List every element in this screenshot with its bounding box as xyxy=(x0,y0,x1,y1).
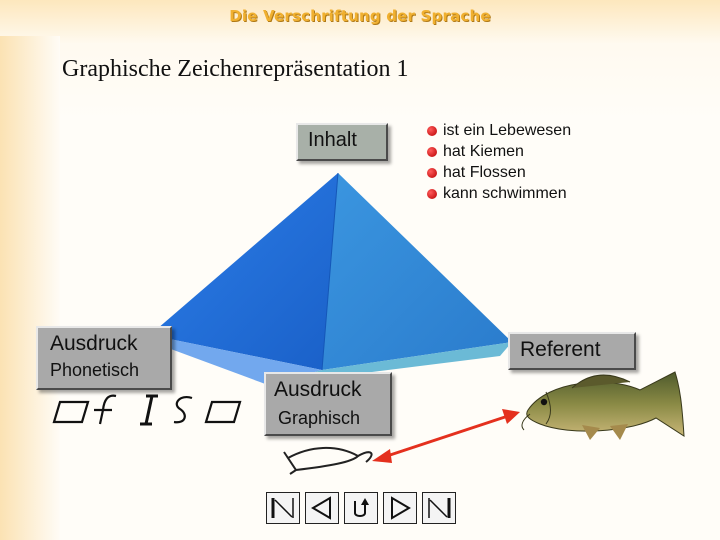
next-slide-icon xyxy=(391,496,411,520)
property-list: ist ein Lebewesen hat Kiemen hat Flossen… xyxy=(427,120,571,204)
return-button[interactable] xyxy=(344,492,378,524)
ausdruck-phonetisch-title: Ausdruck xyxy=(50,332,138,355)
inhalt-label: Inhalt xyxy=(308,129,357,151)
page-title: Graphische Zeichenrepräsentation 1 xyxy=(62,56,409,82)
bullet-icon xyxy=(427,189,437,199)
pyramid-face-left xyxy=(150,173,338,370)
pyramid-face-right xyxy=(322,173,512,370)
first-slide-button[interactable] xyxy=(266,492,300,524)
list-item: hat Flossen xyxy=(427,162,571,183)
ausdruck-graphisch-subtitle: Graphisch xyxy=(278,408,361,428)
ausdruck-phonetisch-box: Ausdruck Phonetisch xyxy=(36,326,172,390)
first-slide-icon xyxy=(271,498,294,518)
bullet-icon xyxy=(427,147,437,157)
return-icon xyxy=(354,498,369,517)
previous-slide-button[interactable] xyxy=(305,492,339,524)
ausdruck-graphisch-box: Ausdruck Graphisch xyxy=(264,372,392,436)
side-gradient xyxy=(0,36,60,540)
last-slide-icon xyxy=(428,498,451,518)
inhalt-box: Inhalt xyxy=(296,123,388,161)
last-slide-button[interactable] xyxy=(422,492,456,524)
referent-box: Referent xyxy=(508,332,636,370)
list-item: kann schwimmen xyxy=(427,183,571,204)
referent-label: Referent xyxy=(520,338,601,361)
previous-slide-icon xyxy=(311,496,331,520)
bullet-icon xyxy=(427,168,437,178)
slide-navigation xyxy=(266,492,462,526)
header-title: Die Verschriftung der Sprache xyxy=(229,7,491,25)
fish-sketch-icon xyxy=(283,446,373,475)
ausdruck-phonetisch-subtitle: Phonetisch xyxy=(50,360,140,380)
pyramid-edge xyxy=(321,172,339,371)
list-item: ist ein Lebewesen xyxy=(427,120,571,141)
phonetic-transcription-glyphs xyxy=(52,394,242,426)
ausdruck-graphisch-title: Ausdruck xyxy=(274,378,362,401)
double-arrow-icon xyxy=(372,409,520,463)
next-slide-button[interactable] xyxy=(383,492,417,524)
fish-picture xyxy=(521,371,685,440)
bullet-icon xyxy=(427,126,437,136)
list-item: hat Kiemen xyxy=(427,141,571,162)
